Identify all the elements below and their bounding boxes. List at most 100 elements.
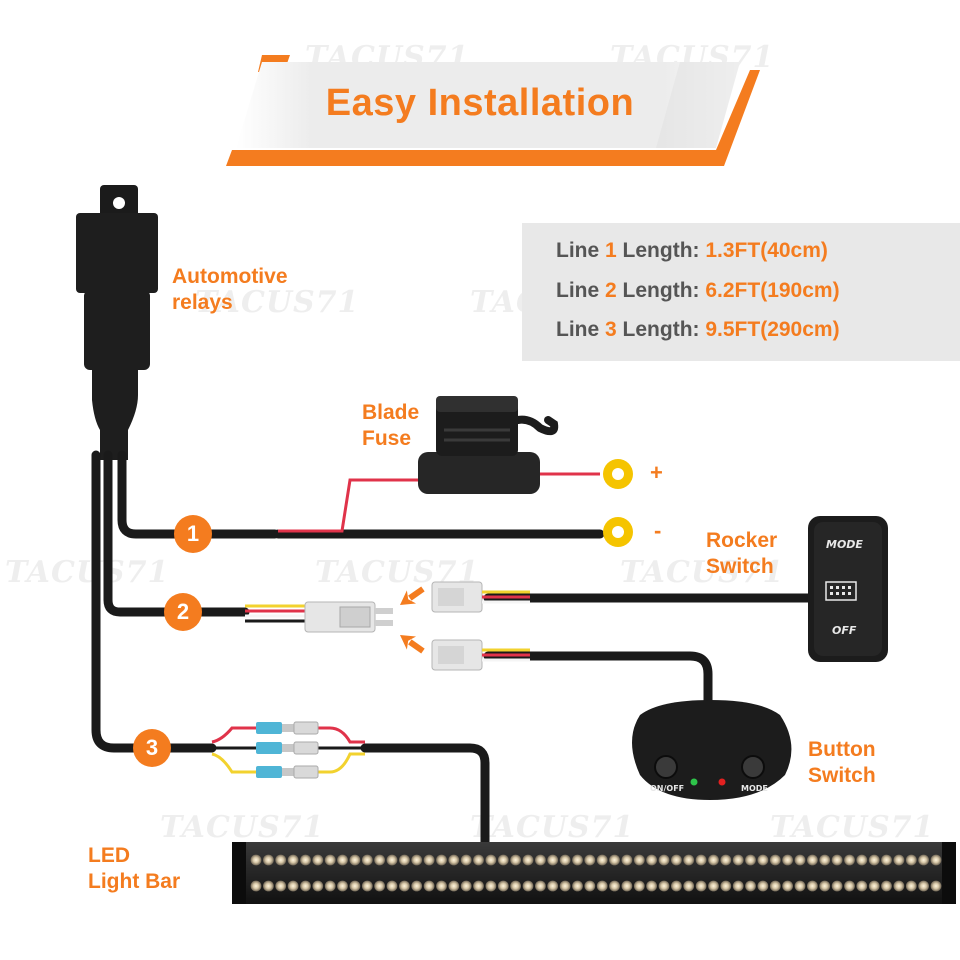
spec-number: 1	[605, 239, 617, 262]
fuse-label-line1: Blade	[362, 401, 420, 424]
led-light	[448, 880, 460, 892]
led-light	[312, 854, 324, 866]
positive-sign: +	[650, 460, 663, 485]
connector-plug-icon	[431, 581, 483, 613]
led-light	[732, 880, 744, 892]
line-length-specs: Line 1 Length: 1.3FT(40cm) Line 2 Length…	[522, 223, 960, 361]
led-light	[436, 880, 447, 892]
led-light	[708, 880, 719, 892]
led-light	[547, 854, 559, 866]
relay-label-line2: relays	[172, 291, 233, 314]
led-light	[856, 880, 868, 892]
page-title: Easy Installation	[325, 82, 635, 124]
led-light	[572, 880, 583, 892]
connector-plug-icon	[431, 639, 483, 671]
arrow-icon	[395, 586, 425, 612]
led-light	[535, 880, 546, 892]
led-light	[633, 854, 645, 866]
led-light	[905, 880, 917, 892]
led-light	[263, 880, 274, 892]
led-light	[250, 880, 262, 892]
led-light	[324, 854, 336, 866]
led-light	[930, 880, 942, 892]
led-light	[868, 854, 880, 866]
led-light	[794, 880, 806, 892]
spec-value: 6.2FT(190cm)	[705, 279, 840, 302]
rocker-label-line2: Switch	[706, 555, 774, 578]
led-light	[646, 854, 657, 866]
led-light	[337, 880, 348, 892]
led-light	[324, 880, 336, 892]
led-light	[275, 854, 287, 866]
led-light	[423, 854, 435, 866]
spec-prefix: Line	[556, 279, 606, 302]
led-light	[361, 854, 373, 866]
led-light	[263, 854, 274, 866]
led-light-bar-icon	[232, 842, 956, 904]
led-light	[757, 880, 769, 892]
led-light	[460, 880, 472, 892]
led-light	[807, 880, 818, 892]
button-label-line2: Switch	[808, 764, 876, 787]
connector-plug-icon	[304, 601, 393, 633]
led-light	[893, 854, 905, 866]
led-light	[411, 854, 423, 866]
led-light	[745, 880, 756, 892]
led-light	[757, 854, 769, 866]
led-light-bar-label: LED Light Bar	[88, 843, 180, 895]
led-light	[918, 880, 929, 892]
led-light	[720, 880, 732, 892]
led-light	[349, 880, 361, 892]
led-light	[683, 880, 695, 892]
spec-number: 3	[605, 318, 617, 341]
fuse-wire	[278, 472, 600, 533]
line2-color-wires	[245, 604, 305, 623]
fuse-label: Blade Fuse	[362, 400, 419, 452]
watermark: TACUS71	[620, 555, 785, 590]
led-light	[819, 854, 831, 866]
led-light	[596, 880, 608, 892]
led-light	[559, 854, 571, 866]
rocker-switch-icon	[808, 516, 888, 662]
led-light	[411, 880, 423, 892]
watermark: TACUS71	[770, 810, 935, 845]
led-light	[720, 854, 732, 866]
title-banner	[226, 55, 760, 166]
led-light	[473, 880, 484, 892]
led-light	[275, 880, 287, 892]
blade-fuse-icon	[418, 396, 559, 494]
led-light	[300, 854, 311, 866]
led-light	[708, 854, 719, 866]
led-light	[695, 854, 707, 866]
spec-label: Length:	[616, 279, 706, 302]
button-mode-text: MODE	[741, 784, 768, 793]
led-light	[497, 854, 509, 866]
led-light	[584, 854, 596, 866]
positive-terminal-icon	[603, 459, 633, 489]
negative-sign: -	[654, 518, 662, 543]
led-light	[337, 854, 348, 866]
spec-label: Length:	[616, 318, 706, 341]
led-light	[386, 880, 398, 892]
spec-number: 2	[605, 279, 617, 302]
led-light	[881, 880, 892, 892]
led-light	[856, 854, 868, 866]
button-switch-label: Button Switch	[808, 737, 876, 789]
led-light	[844, 880, 855, 892]
line-number-3: 3	[133, 729, 171, 767]
button-onoff-text: ON/OFF	[650, 784, 685, 793]
led-light	[287, 854, 299, 866]
led-label-line2: Light Bar	[88, 870, 181, 893]
rocker-label-line1: Rocker	[706, 529, 778, 552]
led-light	[374, 854, 385, 866]
led-light	[287, 880, 299, 892]
led-light	[423, 880, 435, 892]
button-label-line1: Button	[808, 738, 876, 761]
watermark: TACUS71	[5, 555, 170, 590]
led-light	[831, 854, 843, 866]
led-light	[633, 880, 645, 892]
led-light	[844, 854, 855, 866]
led-light	[485, 854, 497, 866]
watermark: TACUS71	[470, 810, 635, 845]
